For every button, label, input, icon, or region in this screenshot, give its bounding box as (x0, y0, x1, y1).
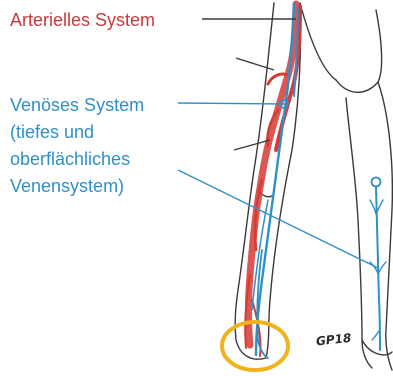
venous-system-label: Venöses System (10, 92, 144, 119)
venous-diagonal-leader-line (178, 170, 378, 268)
venous-system-label-line2: (tiefes und (10, 119, 144, 146)
arterial-system-label: Arterielles System (10, 9, 155, 31)
venous-system-label-line3: oberflächliches (10, 146, 144, 173)
venous-system-label-line4: Venensystem) (10, 173, 144, 200)
venous-leader-line (178, 103, 284, 104)
venous-system-label-group: Venöses System (tiefes und oberflächlich… (10, 92, 144, 200)
artist-signature: GP18 (315, 331, 352, 349)
